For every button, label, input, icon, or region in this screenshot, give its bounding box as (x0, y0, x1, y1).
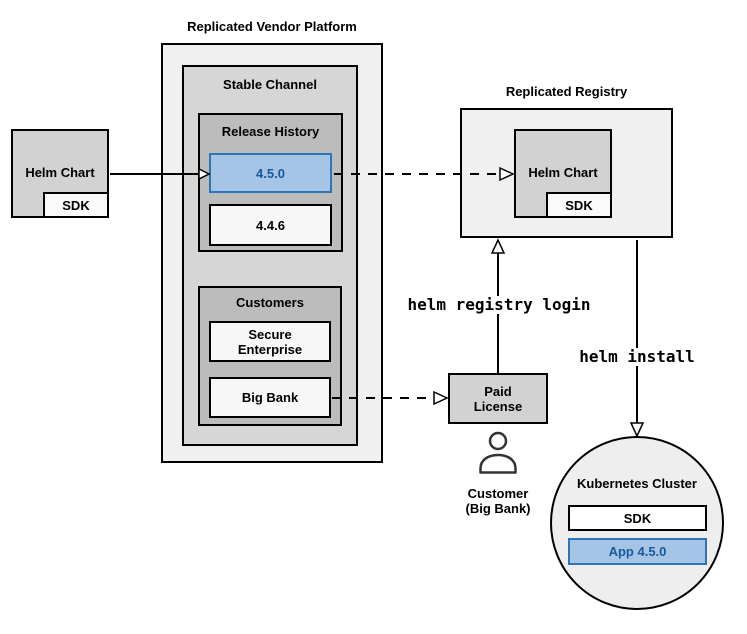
customer-name-label: Secure Enterprise (237, 326, 303, 357)
helm-chart-registry-label: Helm Chart (528, 165, 598, 180)
release-version-label: 4.5.0 (256, 165, 285, 181)
registry-title: Replicated Registry (505, 84, 628, 99)
customer-item-big-bank: Big Bank (209, 377, 331, 418)
release-history-title: Release History (221, 124, 320, 139)
paid-license-label: Paid License (473, 383, 523, 414)
customer-item-secure-enterprise: Secure Enterprise (209, 321, 331, 362)
helm-chart-source-label: Helm Chart (25, 165, 95, 180)
vendor-platform-title: Replicated Vendor Platform (187, 19, 357, 34)
stable-channel-title: Stable Channel (223, 77, 317, 92)
app-version-label: App 4.5.0 (608, 544, 667, 559)
app-box-cluster: App 4.5.0 (568, 538, 707, 565)
helm-install-arrow (629, 240, 645, 438)
sdk-label: SDK (62, 197, 90, 213)
sdk-label: SDK (565, 197, 593, 213)
customer-caption: Customer (Big Bank) (465, 486, 531, 516)
helm-install-command: helm install (557, 348, 717, 366)
release-item-4-4-6: 4.4.6 (209, 204, 332, 246)
sdk-box-cluster: SDK (568, 505, 707, 531)
sdk-badge-registry: SDK (546, 192, 612, 218)
customer-name-label: Big Bank (241, 390, 299, 405)
sdk-badge-source: SDK (43, 192, 109, 218)
helm-registry-login-command: helm registry login (389, 296, 609, 314)
sdk-label: SDK (623, 510, 652, 526)
release-item-4-5-0: 4.5.0 (209, 153, 332, 193)
release-version-label: 4.4.6 (256, 217, 285, 233)
paid-license-box: Paid License (448, 373, 548, 424)
customers-title: Customers (236, 295, 304, 310)
person-icon (479, 431, 517, 474)
kubernetes-cluster-title: Kubernetes Cluster (577, 476, 697, 491)
